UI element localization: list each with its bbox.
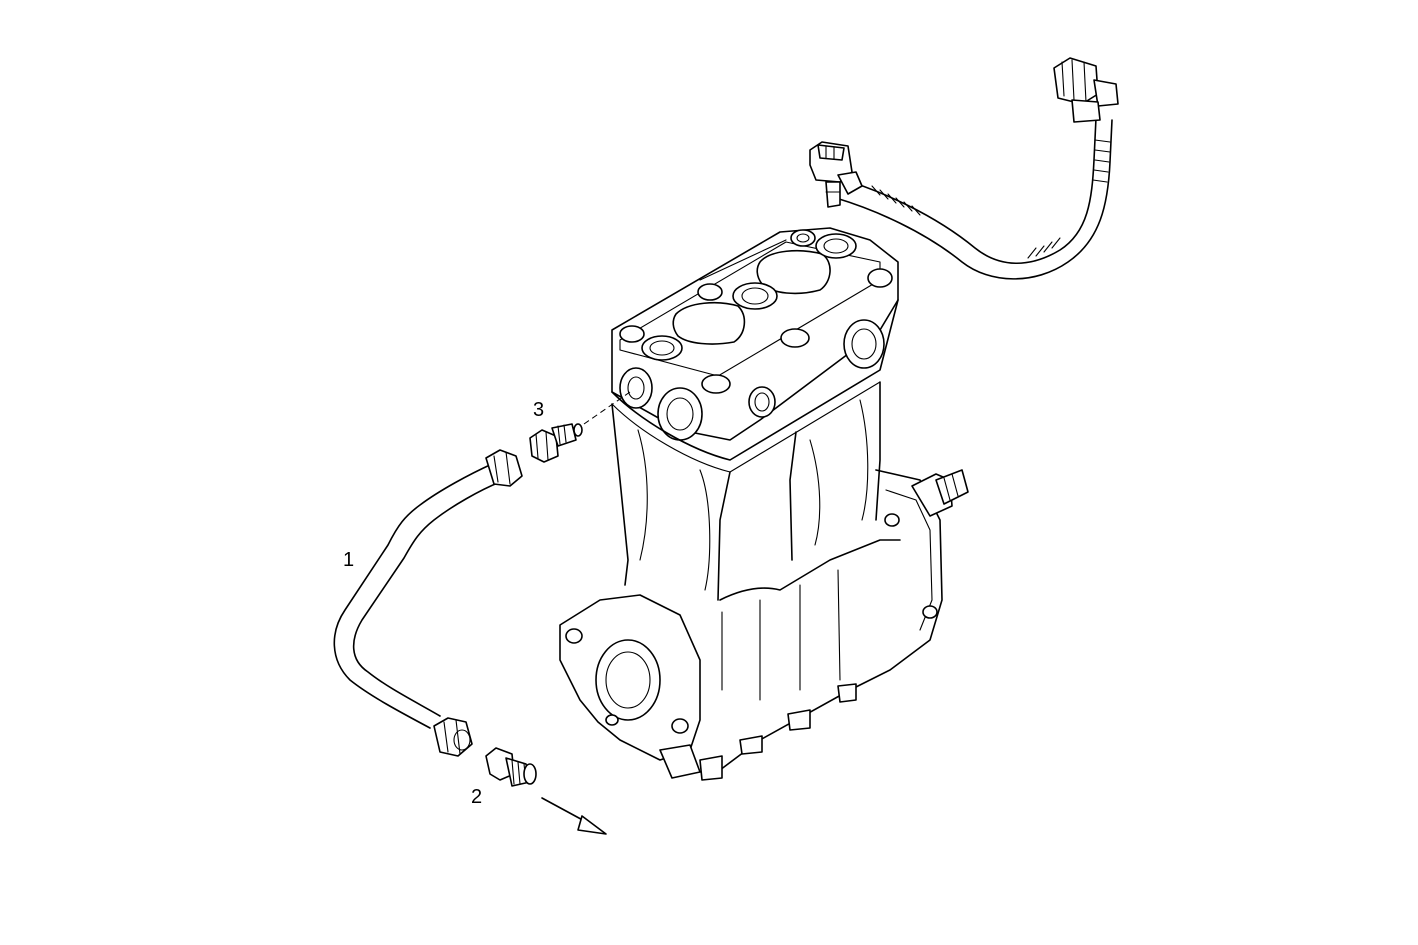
compressor-body <box>559 227 969 781</box>
callout-3: 3 <box>533 399 544 421</box>
part-2-connector <box>485 747 607 835</box>
callout-1: 1 <box>343 549 354 571</box>
part-3-fitting <box>529 391 631 463</box>
callout-2: 2 <box>471 786 482 808</box>
part-1-pipe <box>333 449 523 757</box>
upper-hose-assembly <box>809 57 1119 280</box>
